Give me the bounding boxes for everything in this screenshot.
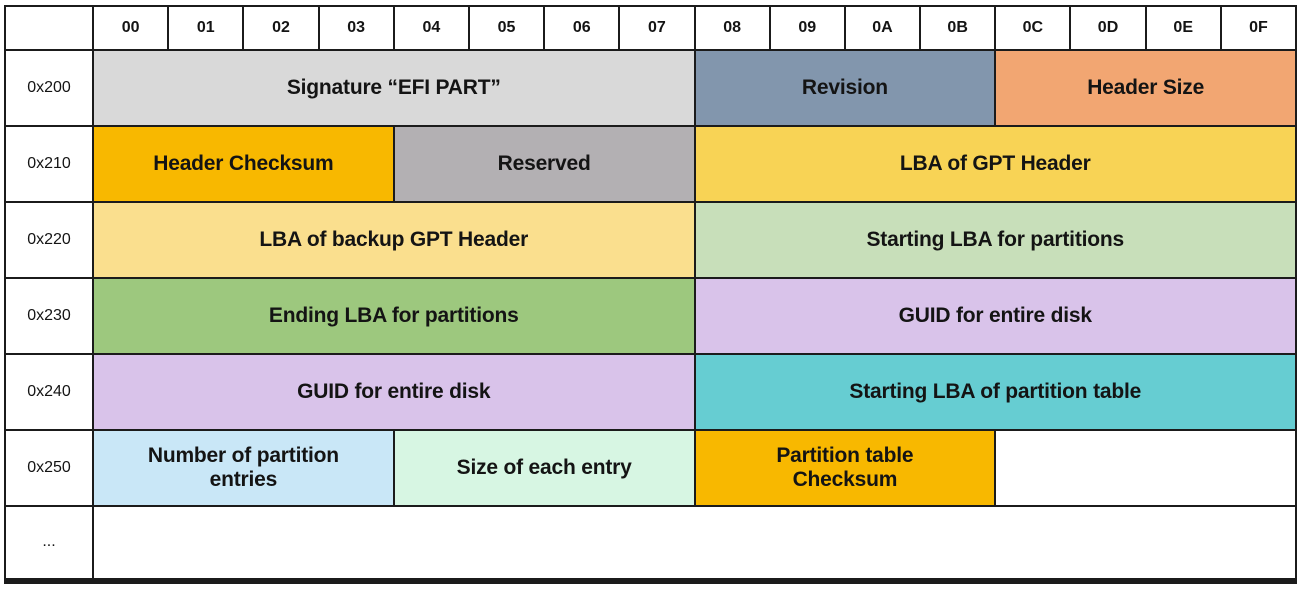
field-signature-efi-part: Signature “EFI PART” [94,51,694,125]
empty-cell [996,431,1295,505]
field-header-checksum: Header Checksum [94,127,393,201]
field-guid-for-entire-disk: GUID for entire disk [94,355,694,429]
col-header-0e: 0E [1146,7,1220,49]
corner-cell [6,7,92,49]
col-header-0b: 0B [921,7,995,49]
row-label-0x240: 0x240 [6,355,92,429]
field-lba-of-gpt-header: LBA of GPT Header [695,127,1295,201]
field-starting-lba-for-partitions: Starting LBA for partitions [695,203,1295,277]
row-label-0x250: 0x250 [6,431,92,505]
row-label-0x210: 0x210 [6,127,92,201]
col-header-0a: 0A [845,7,920,49]
col-header-08: 08 [695,7,769,49]
row-label-0x200: 0x200 [6,51,92,125]
col-header-0d: 0D [1071,7,1145,49]
col-header-01: 01 [169,7,243,49]
empty-cell [94,507,1295,578]
field-starting-lba-of-partition-table: Starting LBA of partition table [695,355,1295,429]
row-label-0x220: 0x220 [6,203,92,277]
col-header-00: 00 [94,7,168,49]
field-guid-for-entire-disk: GUID for entire disk [695,279,1295,353]
field-number-of-partition-entries: Number of partition entries [94,431,393,505]
field-ending-lba-for-partitions: Ending LBA for partitions [94,279,694,353]
row-label-0x230: 0x230 [6,279,92,353]
field-lba-of-backup-gpt-header: LBA of backup GPT Header [94,203,694,277]
field-size-of-each-entry: Size of each entry [394,431,694,505]
col-header-03: 03 [319,7,393,49]
col-header-0c: 0C [996,7,1070,49]
col-header-09: 09 [770,7,844,49]
field-reserved: Reserved [394,127,694,201]
field-header-size: Header Size [996,51,1295,125]
col-header-04: 04 [394,7,468,49]
row-label-: ... [6,507,92,578]
col-header-05: 05 [469,7,544,49]
field-partition-table-checksum: Partition table Checksum [695,431,995,505]
field-revision: Revision [695,51,995,125]
col-header-02: 02 [244,7,318,49]
col-header-06: 06 [545,7,619,49]
col-header-07: 07 [620,7,694,49]
col-header-0f: 0F [1221,7,1295,49]
